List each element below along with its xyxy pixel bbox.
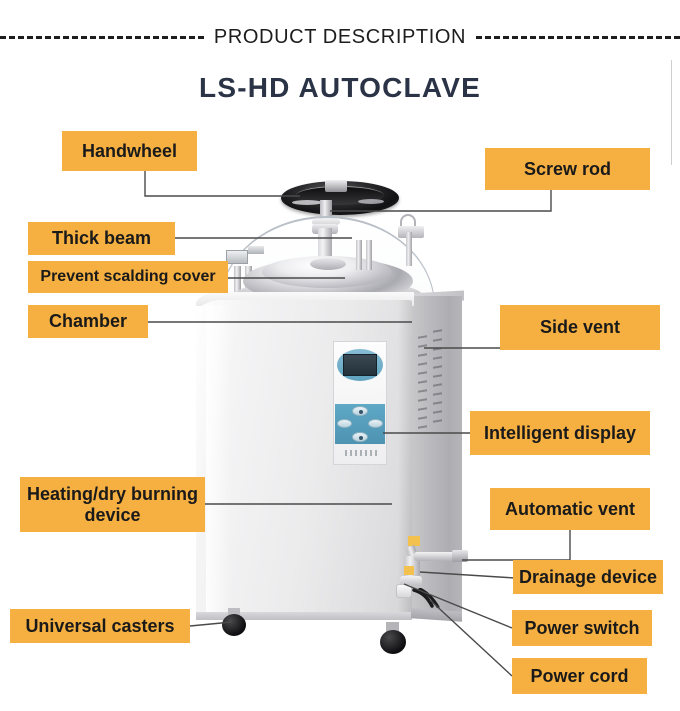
keypad-down-button [352,432,368,442]
chamber-lid-center [310,258,346,270]
handwheel-highlight-left [292,200,322,205]
keypad-right-button [368,419,383,428]
caster-stem-left [228,608,240,616]
callout-universal-casters[interactable]: Universal casters [10,609,190,643]
callout-power-cord[interactable]: Power cord [512,658,647,694]
power-cord-part [412,588,440,608]
cabinet-base-edge-side [411,608,462,622]
universal-caster-left [222,614,246,636]
section-header: PRODUCT DESCRIPTION [0,22,680,52]
lid-clamp-right-stem [406,232,412,266]
keypad-left-button [337,419,352,428]
valve-tag-lower [404,566,414,575]
keypad-up-button [352,406,368,416]
lid-clamp-left [226,250,248,264]
cabinet-base-edge [196,612,412,620]
handwheel-hub [325,180,347,192]
callout-thick-beam[interactable]: Thick beam [28,222,175,255]
power-inlet-connector [396,584,412,598]
callout-side-vent[interactable]: Side vent [500,305,660,350]
valve-tag-upper [408,536,420,546]
side-vent-part-a [418,335,427,435]
page-title: LS-HD AUTOCLAVE [199,72,481,103]
header-dashed-rule-left [0,35,204,39]
callout-handwheel[interactable]: Handwheel [62,131,197,171]
callout-heating-device[interactable]: Heating/dry burning device [20,477,205,532]
callout-chamber[interactable]: Chamber [28,305,148,338]
panel-brand-mark [345,450,377,456]
callout-prevent-scalding-cover[interactable]: Prevent scalding cover [28,261,228,293]
callout-power-switch[interactable]: Power switch [512,610,652,646]
display-lcd-screen [343,354,377,376]
callout-intelligent-display[interactable]: Intelligent display [470,411,650,455]
automatic-vent-part [414,552,460,561]
power-switch-part [400,576,422,586]
side-vent-part-b [433,329,442,429]
callout-screw-rod[interactable]: Screw rod [485,148,650,190]
lid-post-right-a [356,240,362,270]
header-dashed-rule-right [476,35,680,39]
lid-post-right-b [366,240,372,270]
universal-caster-right [380,630,406,654]
lid-clamp-right-hook [400,214,416,228]
callout-automatic-vent[interactable]: Automatic vent [490,488,650,530]
handwheel-highlight-right [358,199,384,204]
automatic-vent-tip [452,550,468,562]
caster-stem-right [386,622,399,632]
lid-center-bolt [318,228,332,262]
right-edge-rule [671,60,672,165]
callout-drainage-device[interactable]: Drainage device [513,560,663,594]
cabinet-highlight [206,305,232,613]
lid-clamp-left-secondary [248,246,264,254]
section-title: PRODUCT DESCRIPTION [213,25,467,48]
